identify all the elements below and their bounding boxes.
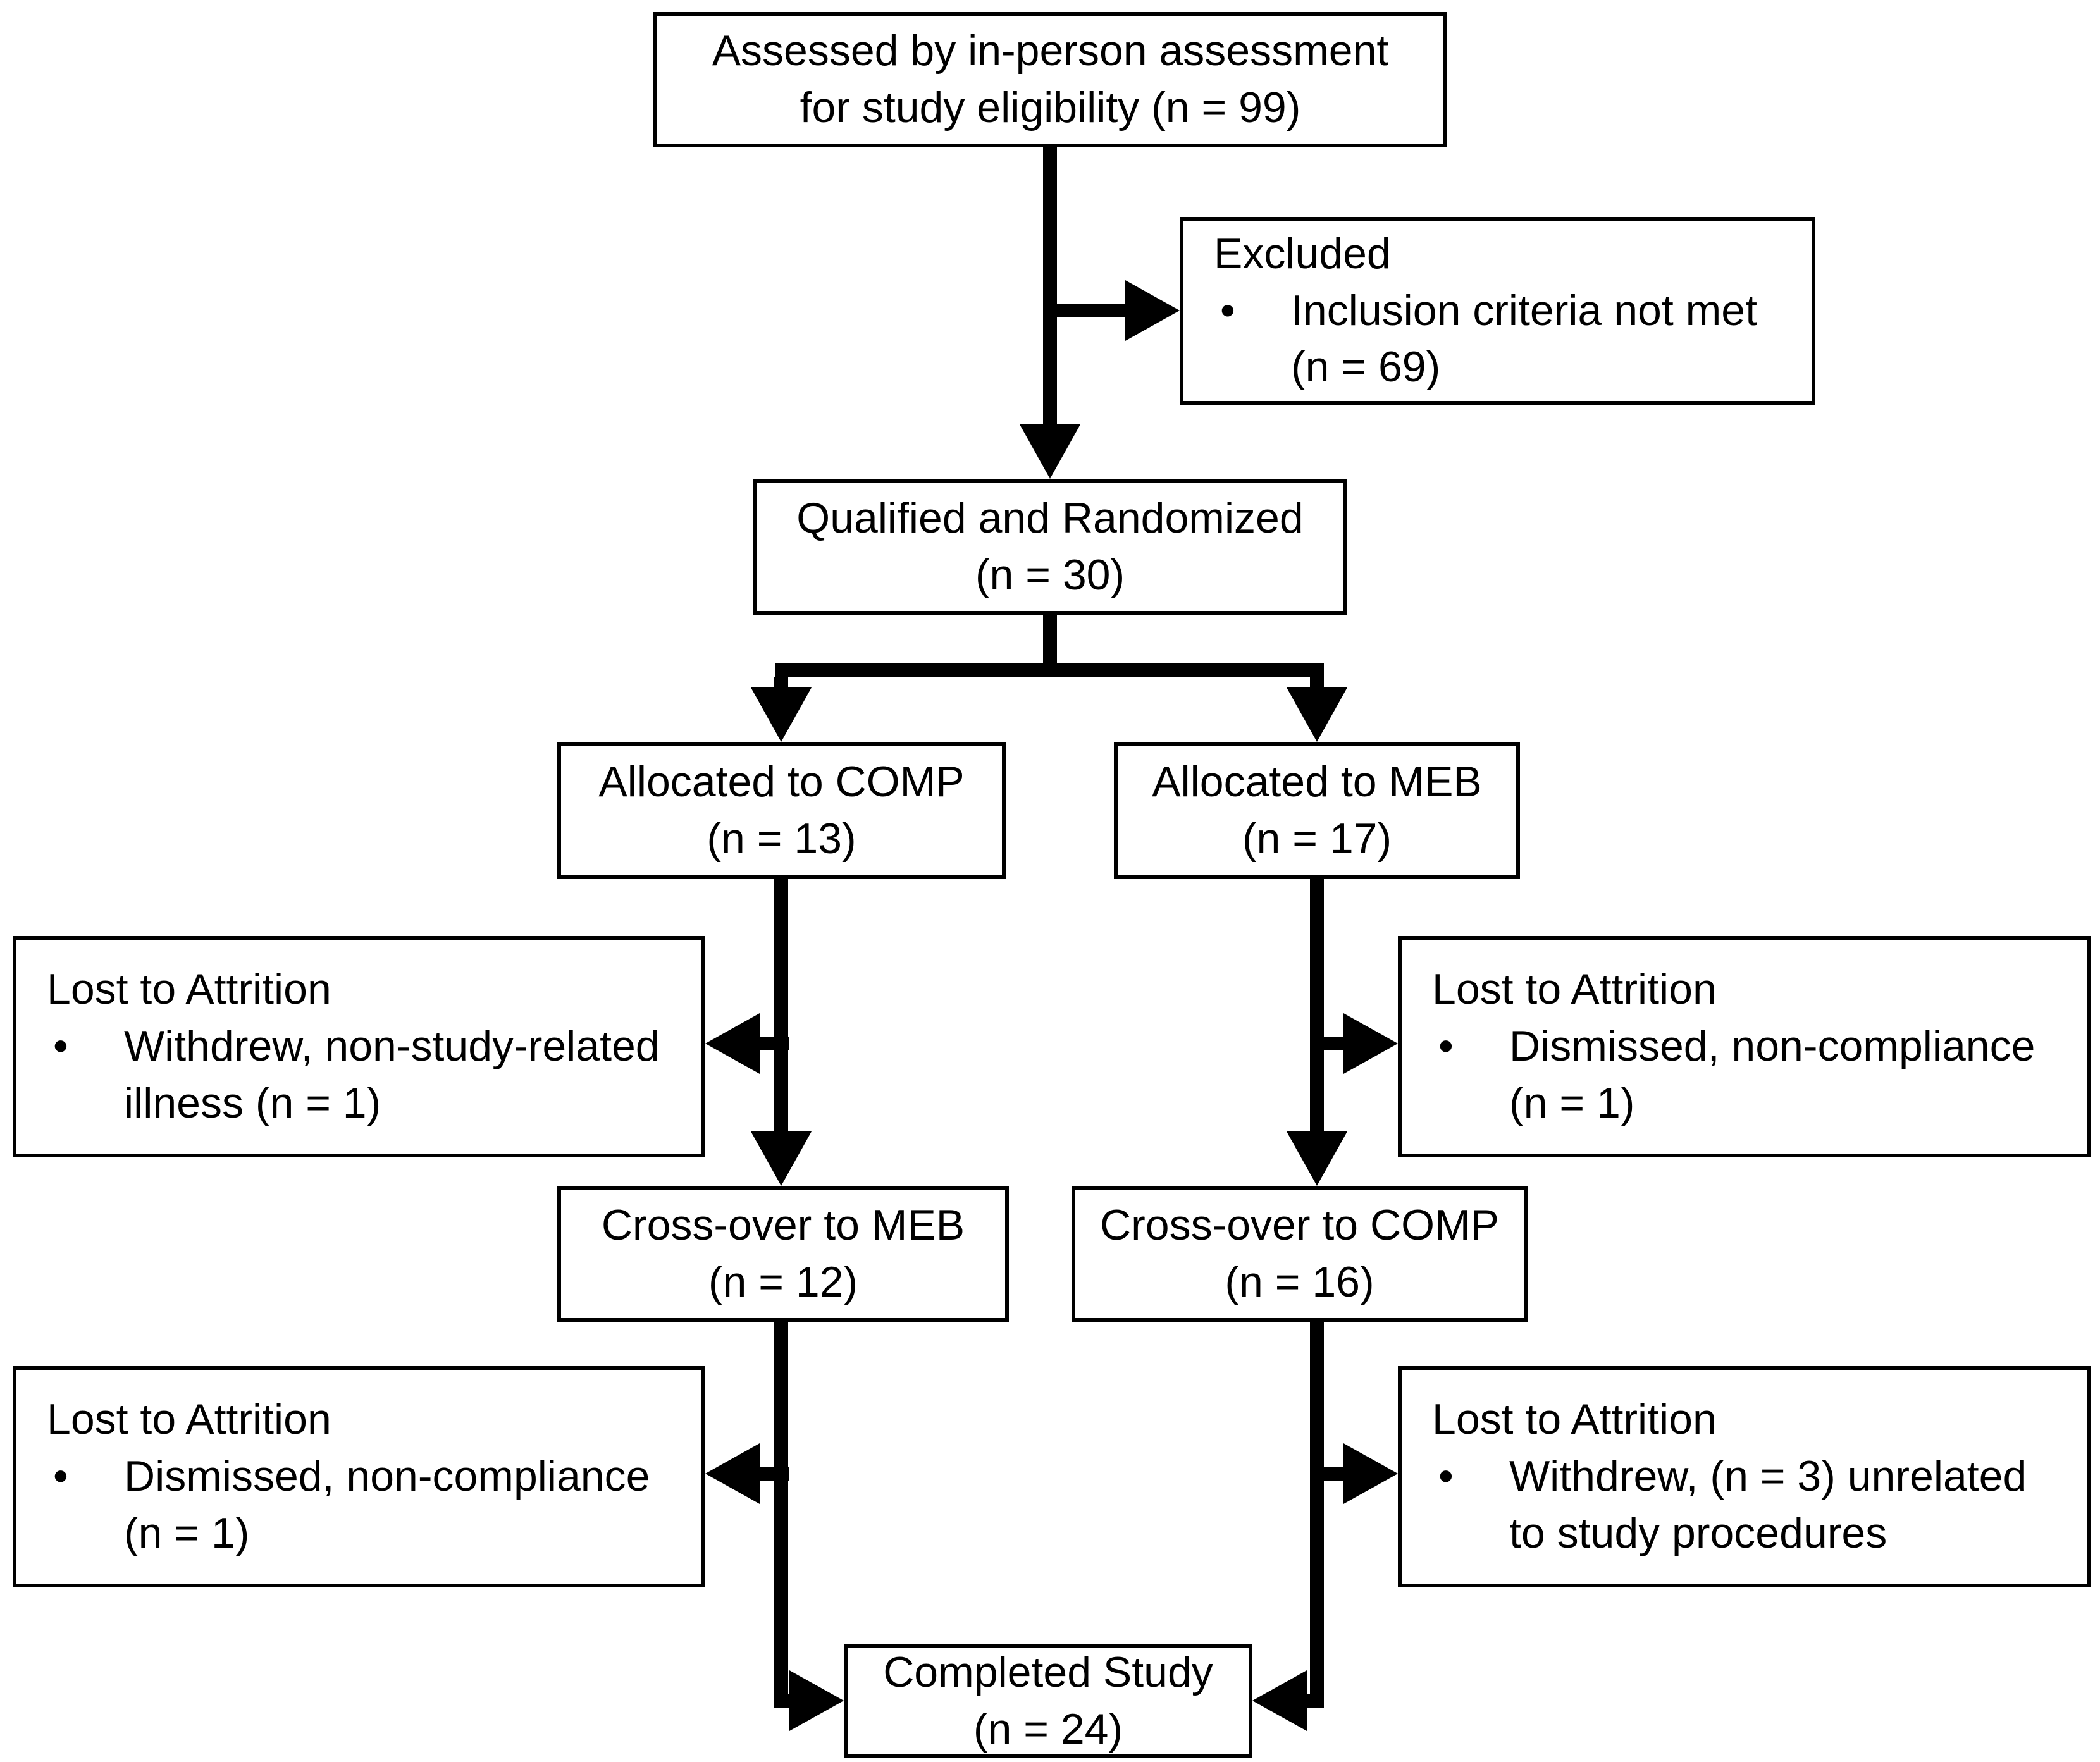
text-line: (n = 16) [1225,1257,1374,1306]
connector-corner-left-completed [774,1694,793,1708]
arrowhead-into-lost-left-1 [705,1013,760,1074]
bullet-item: • Dismissed, non-compliance (n = 1) [1432,1018,2069,1132]
arrowhead-into-crossover-comp [1287,1131,1347,1186]
box-lost-attrition-meb-phase2: Lost to Attrition • Dismissed, non-compl… [13,1366,705,1587]
box-lost-attrition-comp-phase1: Lost to Attrition • Withdrew, non-study-… [13,936,705,1157]
box-title: Lost to Attrition [47,965,331,1014]
text-line: (n = 1) [1509,1078,1635,1127]
arrowhead-into-qualified [1020,424,1080,479]
connector-meb-to-crossover-comp [1310,879,1324,1132]
arrowhead-into-completed-right [1252,1670,1307,1731]
box-qualified-randomized: Qualified and Randomized (n = 30) [753,479,1347,615]
bullet-icon: • [1220,286,1235,335]
connector-qualified-to-split [1043,615,1057,677]
bullet-item: • Dismissed, non-compliance (n = 1) [47,1448,684,1562]
text-line: Withdrew, (n = 3) unrelated [1509,1452,2027,1501]
box-completed-study: Completed Study (n = 24) [844,1644,1252,1758]
box-allocated-comp: Allocated to COMP (n = 13) [557,742,1006,879]
box-lost-attrition-comp-phase2: Lost to Attrition • Withdrew, (n = 3) un… [1398,1366,2091,1587]
arrowhead-into-allocated-comp [751,687,812,742]
box-title: Excluded [1214,229,1391,278]
box-assessed-eligibility: Assessed by in-person assessment for stu… [653,12,1447,147]
arrowhead-into-crossover-meb [751,1131,812,1186]
connector-split-left-stub [774,677,788,689]
text-line: (n = 1) [124,1508,250,1557]
text-line: Dismissed, non-compliance [1509,1022,2035,1071]
text-line: for study eligibility (n = 99) [800,83,1301,132]
text-line: Qualified and Randomized [796,493,1304,542]
text-line: Cross-over to MEB [601,1200,965,1249]
bullet-icon: • [53,1452,68,1501]
bullet-icon: • [1438,1022,1454,1071]
bullet-icon: • [53,1022,68,1071]
text-line: (n = 12) [708,1257,858,1306]
connector-branch-lost-right-1 [1310,1037,1344,1050]
text-line: Assessed by in-person assessment [712,27,1389,75]
connector-branch-lost-right-2 [1310,1467,1344,1481]
text-line: (n = 69) [1291,343,1441,391]
connector-crossover-meb-to-completed [774,1322,788,1708]
connector-assessed-to-qualified [1043,147,1057,424]
box-crossover-meb: Cross-over to MEB (n = 12) [557,1186,1009,1322]
text-line: (n = 24) [973,1705,1123,1753]
text-line: Allocated to COMP [598,757,965,806]
text-line: (n = 13) [707,814,856,863]
arrowhead-into-excluded [1125,280,1180,341]
arrowhead-into-lost-right-2 [1343,1443,1398,1504]
box-allocated-meb: Allocated to MEB (n = 17) [1114,742,1520,879]
connector-crossover-comp-to-completed [1310,1322,1324,1708]
connector-branch-lost-left-2 [756,1467,789,1481]
box-title: Lost to Attrition [1432,965,1717,1014]
text-line: illness (n = 1) [124,1078,381,1127]
connector-to-excluded [1043,304,1125,317]
box-title: Lost to Attrition [1432,1395,1717,1444]
arrowhead-into-allocated-meb [1287,687,1347,742]
text-line: (n = 30) [975,550,1125,599]
box-excluded: Excluded • Inclusion criteria not met (n… [1180,217,1815,405]
text-line: Cross-over to COMP [1100,1200,1499,1249]
bullet-item: • Inclusion criteria not met (n = 69) [1214,283,1794,397]
text-line: Allocated to MEB [1152,757,1482,806]
text-line: Withdrew, non-study-related [124,1022,660,1071]
connector-corner-right-completed [1303,1694,1324,1708]
connector-split-right-stub [1310,677,1324,689]
box-crossover-comp: Cross-over to COMP (n = 16) [1072,1186,1528,1322]
arrowhead-into-lost-left-2 [705,1443,760,1504]
arrowhead-into-completed-left [789,1670,844,1731]
connector-split-bar [775,663,1324,677]
text-line: to study procedures [1509,1508,1887,1557]
connector-comp-to-crossover-meb [774,879,788,1132]
bullet-item: • Withdrew, (n = 3) unrelated to study p… [1432,1448,2069,1562]
bullet-item: • Withdrew, non-study-related illness (n… [47,1018,684,1132]
bullet-icon: • [1438,1452,1454,1501]
connector-branch-lost-left-1 [756,1037,789,1050]
text-line: Completed Study [883,1648,1213,1697]
box-title: Lost to Attrition [47,1395,331,1444]
text-line: Inclusion criteria not met [1291,286,1757,335]
arrowhead-into-lost-right-1 [1343,1013,1398,1074]
text-line: (n = 17) [1242,814,1392,863]
box-lost-attrition-meb-phase1: Lost to Attrition • Dismissed, non-compl… [1398,936,2091,1157]
text-line: Dismissed, non-compliance [124,1452,650,1501]
